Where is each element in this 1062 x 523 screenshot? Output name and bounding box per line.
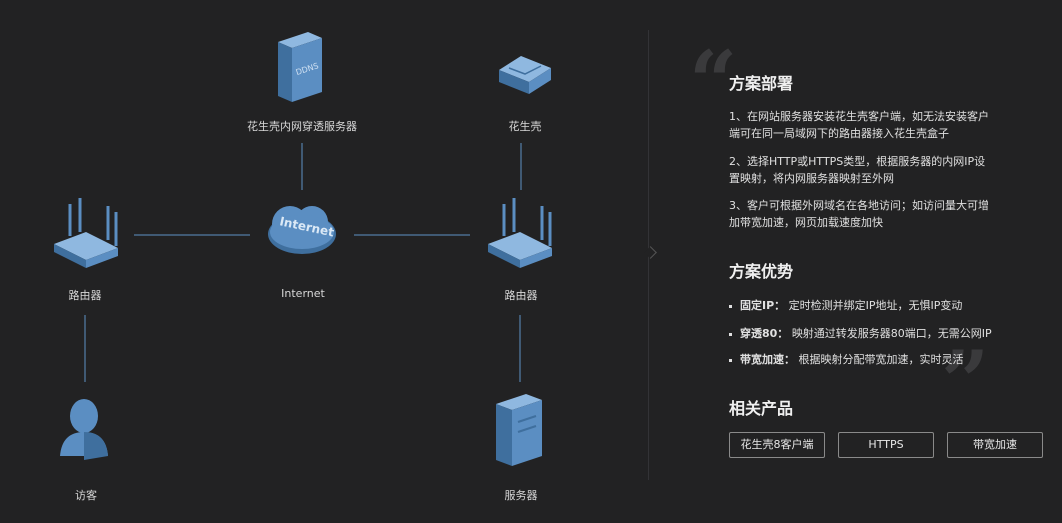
product-client-button[interactable]: 花生壳8客户端 — [729, 432, 825, 458]
advantage-item: 带宽加速： 根据映射分配带宽加速，实时灵活 — [729, 351, 964, 367]
bullet-icon — [729, 304, 732, 308]
peanut-shell-box-icon — [499, 56, 551, 94]
user-icon — [60, 399, 108, 460]
peanut-shell-label: 花生壳 — [508, 120, 542, 133]
router-left-label: 路由器 — [68, 289, 102, 302]
products-title: 相关产品 — [729, 399, 794, 418]
open-quote-icon: “ — [689, 32, 738, 131]
advantage-item: 穿透80： 映射通过转发服务器80端口，无需公网IP — [729, 325, 992, 341]
visitor-node — [54, 394, 114, 464]
deploy-step-2: 2、选择HTTP或HTTPS类型，根据服务器的内网IP设置映射，将内网服务器映射… — [729, 155, 986, 185]
router-right-label: 路由器 — [504, 289, 538, 302]
internet-node: Internet — [262, 200, 342, 262]
close-quote-icon: ” — [941, 332, 990, 431]
bullet-icon — [729, 358, 732, 362]
internet-label: Internet — [281, 287, 325, 300]
router-left-node — [50, 196, 122, 272]
deploy-step-3: 3、客户可根据外网域名在各地访问；如访问量大可增加带宽加速，网页加载速度加快 — [729, 199, 989, 229]
connection-lines — [84, 143, 522, 382]
deploy-title: 方案部署 — [729, 74, 794, 93]
server-icon: DDNS — [278, 32, 322, 102]
cloud-icon: Internet — [268, 206, 336, 254]
solution-panel: “ ” 方案部署 1、在网站服务器安装花生壳客户端，如无法安装客户端可在同一局域… — [689, 0, 1049, 523]
advantages-title: 方案优势 — [729, 262, 794, 281]
bullet-icon — [729, 332, 732, 336]
server-node — [490, 392, 550, 468]
ddns-server-node: DDNS — [270, 28, 330, 106]
router-icon — [54, 198, 118, 268]
router-right-node — [484, 196, 556, 272]
deploy-step-1: 1、在网站服务器安装花生壳客户端，如无法安装客户端可在同一局域网下的路由器接入花… — [729, 110, 989, 140]
server-icon — [496, 394, 542, 466]
router-icon — [488, 198, 552, 268]
advantage-item: 固定IP： 定时检测并绑定IP地址，无惧IP变动 — [729, 297, 962, 313]
server-label: 服务器 — [504, 489, 538, 502]
ddns-server-label: 花生壳内网穿透服务器 — [247, 120, 357, 133]
product-bandwidth-button[interactable]: 带宽加速 — [947, 432, 1043, 458]
network-diagram: DDNS 花生壳内网穿透服务器 花生壳 路由器 — [50, 28, 556, 502]
visitor-label: 访客 — [75, 489, 97, 502]
peanut-shell-node — [495, 52, 555, 98]
product-https-button[interactable]: HTTPS — [838, 432, 934, 458]
